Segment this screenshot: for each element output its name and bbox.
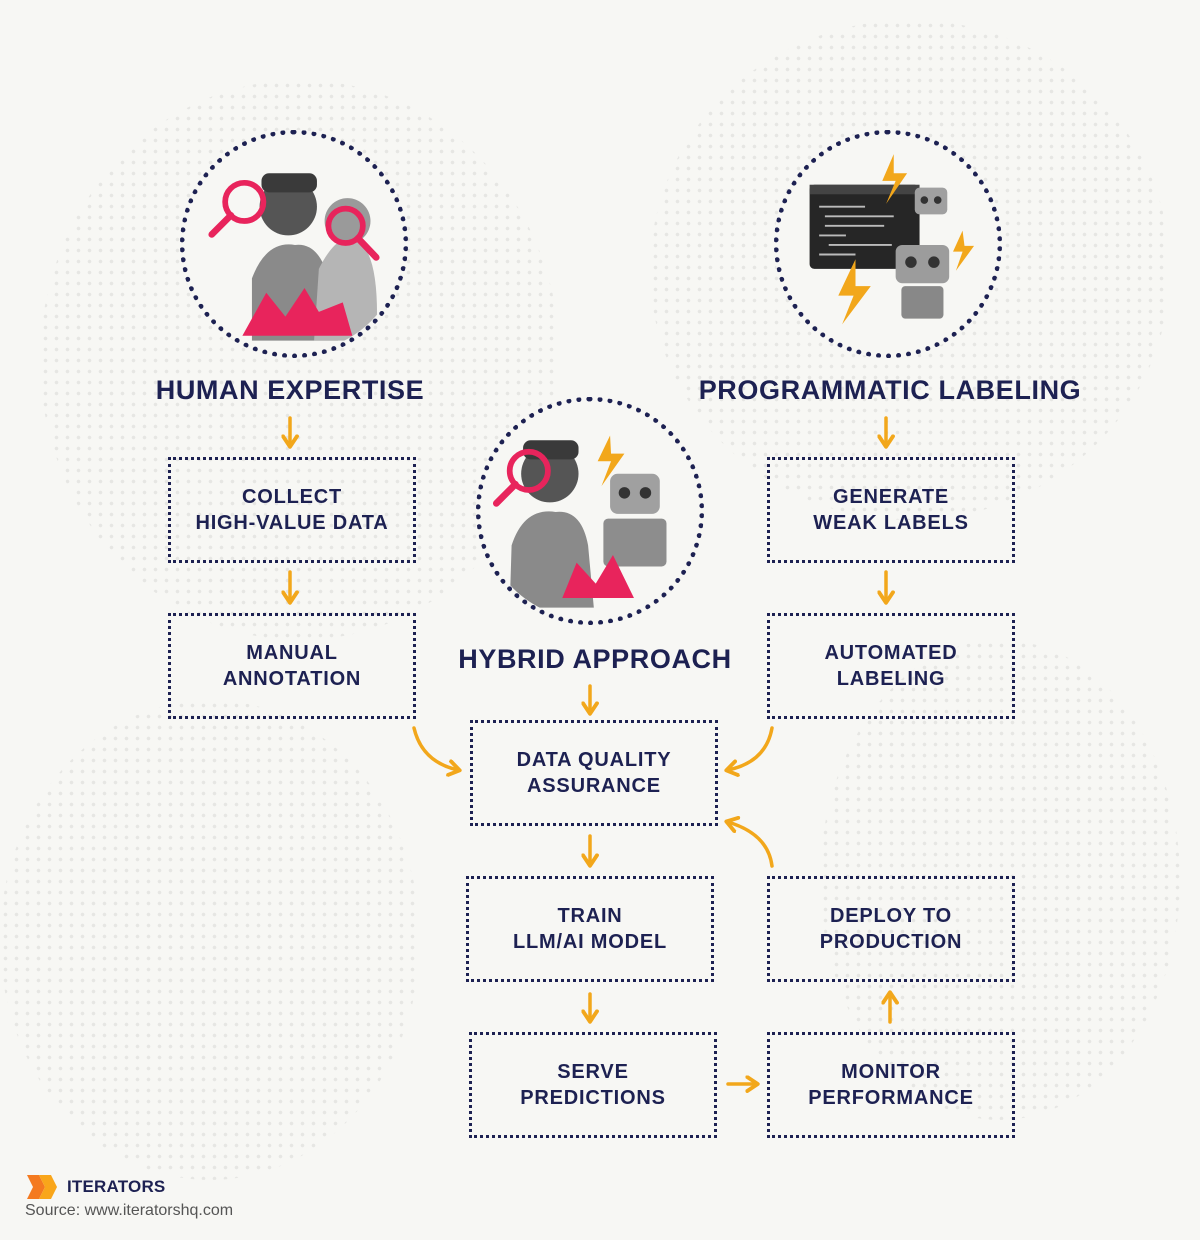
arrow-icon (412, 726, 458, 770)
box-serve-predictions: SERVE PREDICTIONS (469, 1032, 717, 1138)
heading-human-expertise: HUMAN EXPERTISE (155, 375, 425, 405)
box-line: MANUAL (246, 642, 338, 664)
heading-programmatic-labeling: PROGRAMMATIC LABELING (698, 375, 1082, 405)
box-collect-high-value-data: COLLECT HIGH-VALUE DATA (168, 457, 416, 563)
box-line: DATA QUALITY (516, 749, 672, 771)
iterators-logo-icon (27, 1175, 57, 1199)
box-automated-labeling: AUTOMATED LABELING (767, 613, 1015, 719)
brand-name: ITERATORS (67, 1177, 166, 1196)
box-line: LABELING (836, 668, 946, 690)
box-line: ASSURANCE (527, 775, 661, 797)
box-line: GENERATE (832, 486, 950, 508)
box-line: MONITOR (841, 1061, 941, 1083)
box-line: PREDICTIONS (520, 1087, 666, 1109)
box-line: HIGH-VALUE DATA (195, 512, 389, 534)
arrow-icon (728, 726, 774, 770)
box-manual-annotation: MANUAL ANNOTATION (168, 613, 416, 719)
box-line: TRAIN (557, 905, 623, 927)
box-line: ANNOTATION (222, 668, 362, 690)
box-line: PERFORMANCE (808, 1087, 974, 1109)
box-line: COLLECT (241, 486, 343, 508)
box-generate-weak-labels: GENERATE WEAK LABELS (767, 457, 1015, 563)
iterators-logo: ITERATORS (25, 1173, 165, 1201)
box-line: SERVE (557, 1061, 629, 1083)
box-train-model: TRAIN LLM/AI MODEL (466, 876, 714, 982)
box-line: PRODUCTION (819, 931, 963, 953)
arrow-icon (728, 822, 774, 868)
box-line: AUTOMATED (824, 642, 958, 664)
box-data-quality-assurance: DATA QUALITY ASSURANCE (470, 720, 718, 826)
heading-hybrid-approach: HYBRID APPROACH (458, 644, 732, 674)
background-dots (820, 640, 1180, 1120)
box-monitor-performance: MONITOR PERFORMANCE (767, 1032, 1015, 1138)
box-line: LLM/AI MODEL (512, 931, 668, 953)
human-expertise-illustration (180, 130, 408, 358)
box-line: DEPLOY TO (829, 905, 953, 927)
background-dots (0, 700, 420, 1180)
box-deploy-to-production: DEPLOY TO PRODUCTION (767, 876, 1015, 982)
hybrid-approach-illustration (476, 397, 704, 625)
box-line: WEAK LABELS (813, 512, 969, 534)
source-text: Source: www.iteratorshq.com (25, 1202, 234, 1219)
programmatic-labeling-illustration (774, 130, 1002, 358)
